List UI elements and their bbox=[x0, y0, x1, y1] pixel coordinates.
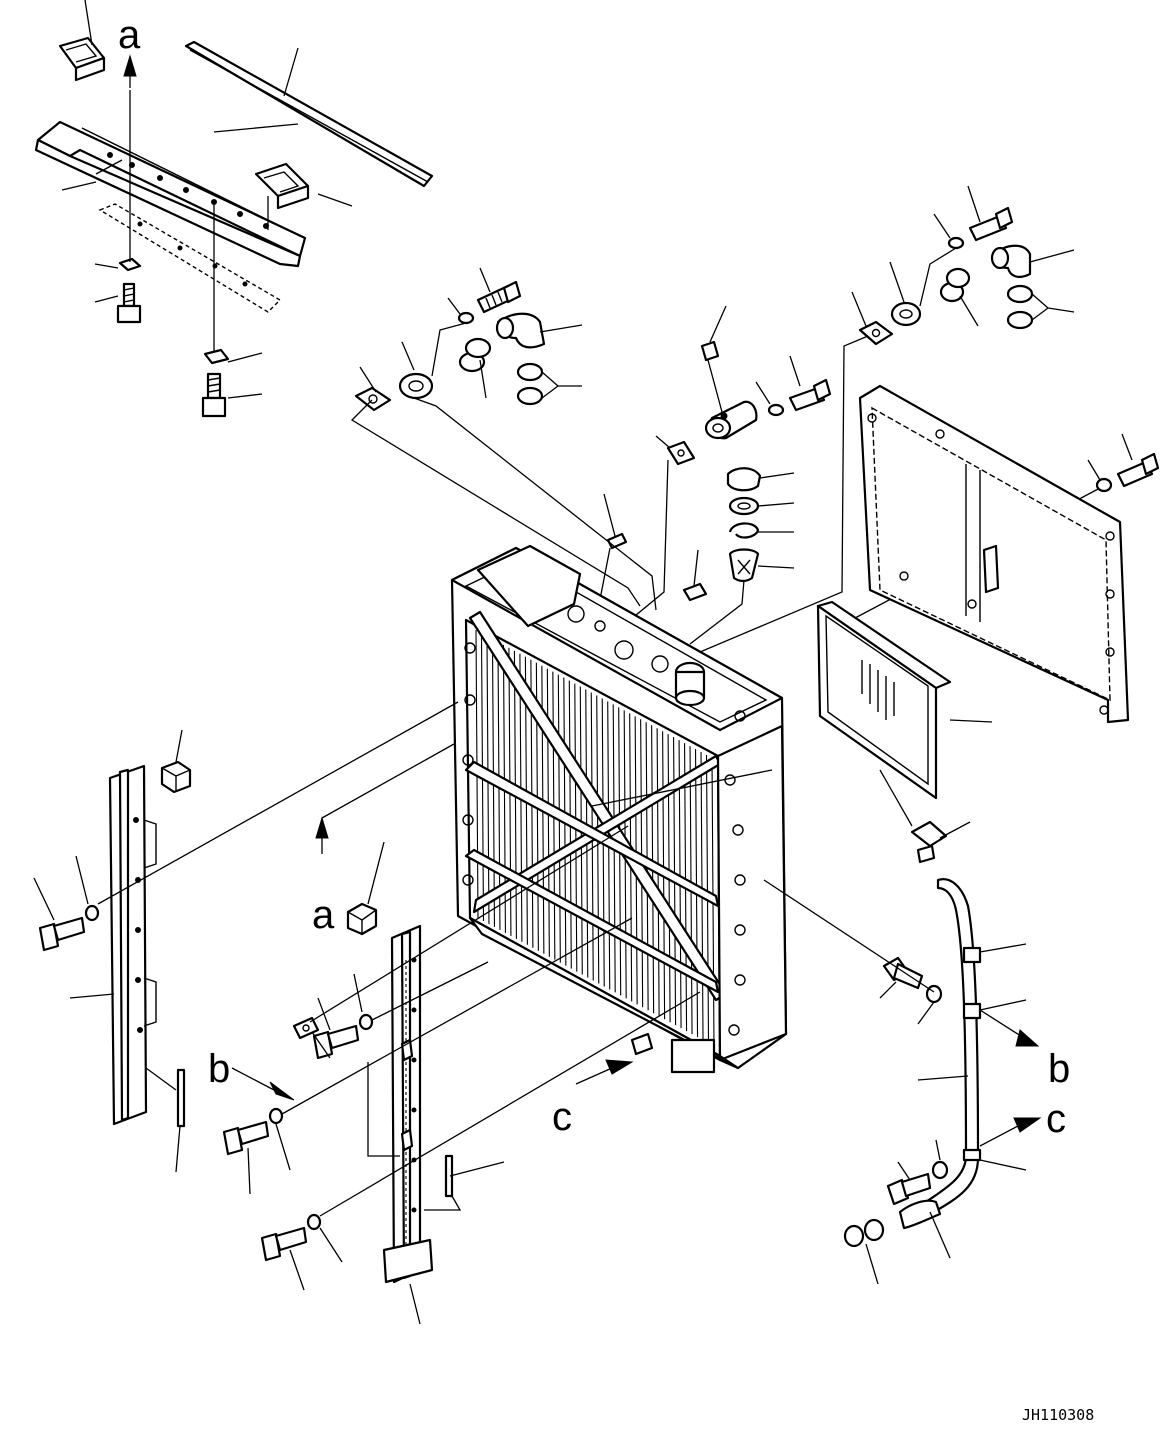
elbow-fitting-group-left bbox=[354, 267, 583, 412]
callout-c-right: c bbox=[979, 1097, 1066, 1147]
callout-c-right-label: c bbox=[1046, 1097, 1066, 1141]
callout-a-bottom-label: a bbox=[312, 893, 335, 937]
cushion-top-right bbox=[254, 162, 310, 210]
callout-b-right-label: b bbox=[1048, 1047, 1070, 1091]
cushion-top-left bbox=[58, 36, 106, 82]
callout-a-top-label: a bbox=[118, 13, 141, 57]
callout-c-left: c bbox=[552, 1059, 634, 1139]
callout-a-bottom: a bbox=[312, 743, 455, 937]
callout-b-left-label: b bbox=[208, 1047, 230, 1091]
radiator-core bbox=[450, 544, 788, 1074]
shroud-frame bbox=[858, 384, 1160, 724]
callout-b-right: b bbox=[979, 1009, 1070, 1091]
upper-bracket-assembly bbox=[34, 0, 434, 418]
left-side-bracket bbox=[33, 701, 459, 1173]
callout-a-top: a bbox=[118, 13, 141, 88]
drawing-code: JH110308 bbox=[1022, 1406, 1094, 1424]
centre-side-bracket bbox=[222, 825, 701, 1325]
elbow-fitting-group-right bbox=[851, 185, 1075, 346]
overflow-tube-assembly bbox=[763, 769, 1027, 1285]
cover-panel bbox=[816, 600, 993, 800]
filler-neck-group bbox=[603, 305, 832, 602]
callout-b-left: b bbox=[208, 1047, 295, 1101]
callout-c-left-label: c bbox=[552, 1095, 572, 1139]
